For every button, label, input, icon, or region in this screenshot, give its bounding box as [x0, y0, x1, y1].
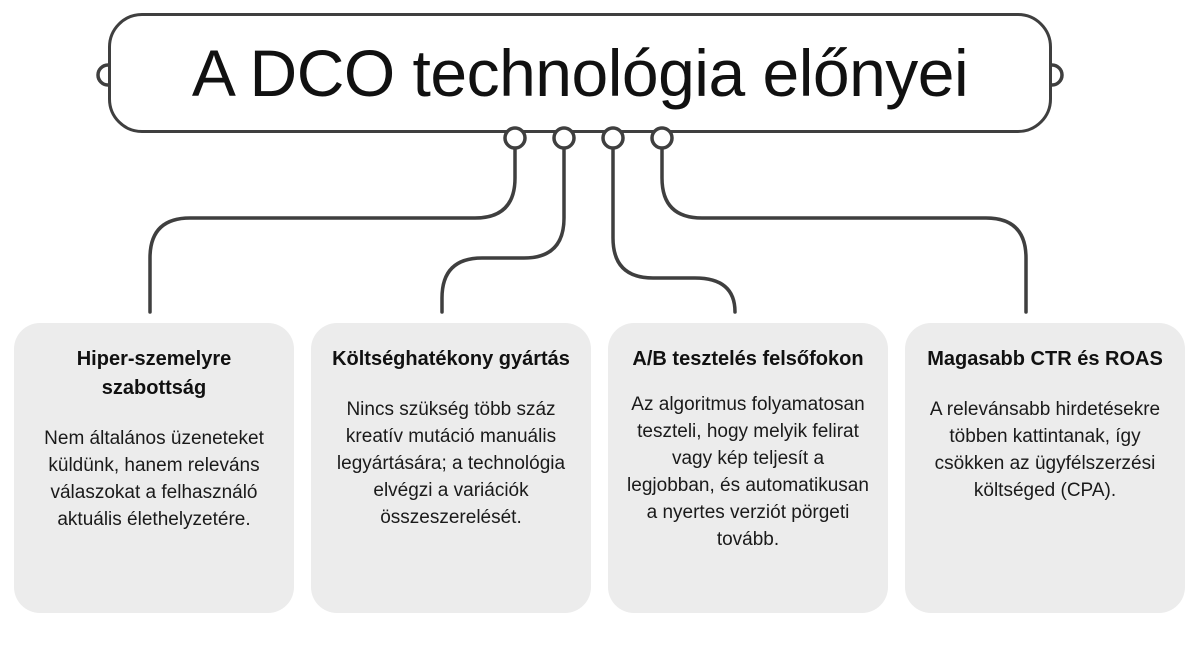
card-ab-testing: A/B tesztelés felsőfokon Az algoritmus f… — [608, 323, 888, 613]
card-cost-efficient-production: Költséghatékony gyártás Nincs szükség tö… — [311, 323, 591, 613]
port-bottom-3 — [601, 126, 625, 150]
card-heading: Magasabb CTR és ROAS — [927, 348, 1163, 370]
card-heading: A/B tesztelés felsőfokon — [632, 348, 864, 370]
card-heading: Költséghatékony gyártás — [332, 348, 570, 370]
card-body: Nincs szükség több száz kreatív mutáció … — [336, 399, 566, 528]
card-body: Nem általános üzeneteket küldünk, hanem … — [44, 428, 264, 530]
port-bottom-2 — [552, 126, 576, 150]
card-hyper-personalization: Hiper-szemelyre szabottság Nem általános… — [14, 323, 294, 613]
connector-to-card-1 — [148, 146, 517, 314]
port-bottom-4 — [650, 126, 674, 150]
title-box: A DCO technológia előnyei — [108, 13, 1052, 133]
card-body: A relevánsabb hirdetésekre többen kattin… — [929, 399, 1161, 501]
port-bottom-1 — [503, 126, 527, 150]
card-body: Az algoritmus folyamatosan teszteli, hog… — [627, 394, 869, 550]
connector-to-card-4 — [660, 146, 1028, 314]
card-higher-ctr-roas: Magasabb CTR és ROAS A relevánsabb hirde… — [905, 323, 1185, 613]
page-title: A DCO technológia előnyei — [191, 36, 969, 110]
connector-to-card-3 — [611, 146, 737, 314]
connector-to-card-2 — [440, 146, 566, 314]
card-heading: Hiper-szemelyre szabottság — [76, 348, 232, 399]
